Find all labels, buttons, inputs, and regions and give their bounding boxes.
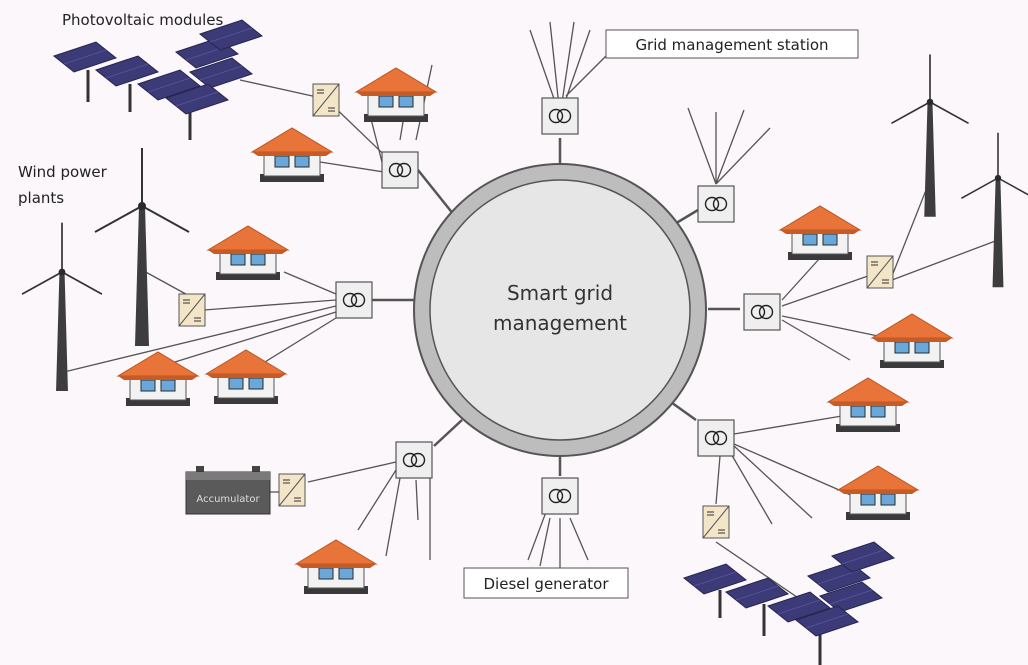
accumulator-battery: Accumulator bbox=[185, 466, 271, 515]
diesel-label: Diesel generator bbox=[484, 575, 610, 593]
wind-label-line2: plants bbox=[18, 189, 64, 207]
house bbox=[779, 205, 861, 261]
transformer-upper-left bbox=[381, 151, 419, 189]
inverter-pv-top bbox=[312, 83, 340, 117]
diesel-label-box: Diesel generator bbox=[463, 567, 629, 599]
house bbox=[295, 539, 377, 595]
transformer-lower-right bbox=[697, 419, 735, 457]
wind-label-line1: Wind power bbox=[18, 163, 108, 181]
wind-turbine-right-front bbox=[960, 131, 1028, 288]
inverter-wind-right bbox=[866, 255, 894, 289]
transformer-bottom bbox=[541, 477, 579, 515]
transformer-lower-left bbox=[395, 441, 433, 479]
solar-array-bottom bbox=[683, 541, 895, 665]
house bbox=[251, 127, 333, 183]
transformer-upper-right bbox=[697, 185, 735, 223]
house bbox=[837, 465, 919, 521]
house bbox=[355, 67, 437, 123]
wind-turbine-right-back bbox=[890, 53, 970, 218]
photovoltaic-label: Photovoltaic modules bbox=[62, 11, 223, 29]
accumulator-label: Accumulator bbox=[196, 494, 260, 505]
transformer-right bbox=[743, 293, 781, 331]
house bbox=[207, 225, 289, 281]
house bbox=[205, 349, 287, 405]
grid-station-label-box: Grid management station bbox=[605, 29, 859, 59]
transformer-left bbox=[335, 281, 373, 319]
house bbox=[871, 313, 953, 369]
hub-label-line2: management bbox=[493, 311, 627, 335]
inverter-wind-left bbox=[178, 293, 206, 327]
wind-turbine-left-back bbox=[94, 147, 190, 347]
smart-grid-hub: Smart grid management bbox=[413, 163, 707, 457]
inverter-accumulator bbox=[278, 473, 306, 507]
grid-station-label: Grid management station bbox=[635, 36, 828, 54]
solar-array-top bbox=[53, 19, 263, 140]
inverter-pv-bottom bbox=[702, 505, 730, 539]
house bbox=[827, 377, 909, 433]
transformer-top bbox=[541, 97, 579, 135]
hub-label-line1: Smart grid bbox=[507, 281, 613, 305]
house bbox=[117, 351, 199, 407]
